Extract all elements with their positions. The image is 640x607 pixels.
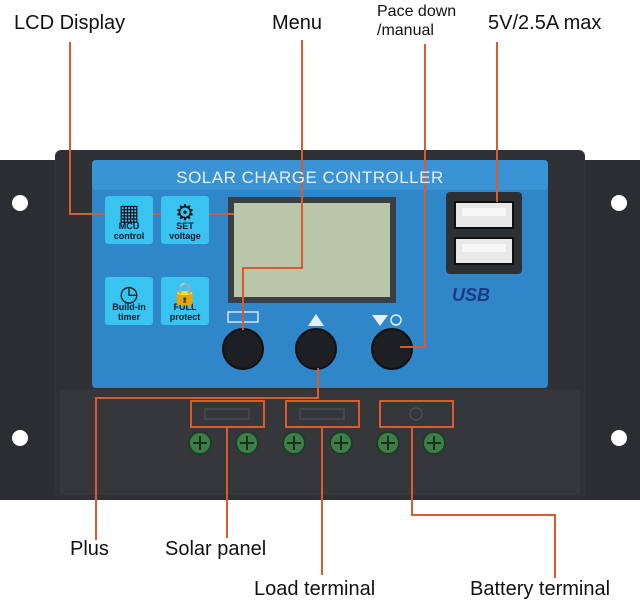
panel-title: SOLAR CHARGE CONTROLLER [176,168,444,187]
mount-hole [12,430,28,446]
housing-lower-band [60,390,580,495]
terminal-screws [188,431,446,455]
mount-hole [611,195,627,211]
tile-build-in-timer: ◷ Build-in timer [105,277,153,325]
leader-line-plus [95,368,319,540]
mount-hole [12,195,28,211]
callout-menu: Menu [272,12,323,34]
lcd-screen [234,203,390,297]
clock-icon: ◷ [119,281,139,306]
solar-symbol-icon [204,408,250,420]
callout-lcd-display: LCD Display [14,12,126,34]
housing-flange-right [580,160,640,500]
mount-hole [611,430,627,446]
menu-button[interactable] [222,328,264,370]
down-arrow-icon [372,315,388,326]
leader-line-menu [242,40,303,330]
plus-button[interactable] [295,328,337,370]
tile-full-protect: 🔒 FULL protect [161,277,209,325]
housing-flange-left [0,160,60,500]
callout-pace-down: Pace down /manual [377,3,457,39]
callout-plus: Plus [70,538,109,560]
screw-slot [193,436,441,450]
callout-solar-panel: Solar panel [165,538,267,560]
callout-battery-terminal: Battery terminal [470,578,611,600]
usb-port-lower-tongue [462,244,506,252]
tile-set-voltage: ⚙ SET voltage [161,196,209,244]
battery-symbol-box [379,400,454,428]
callout-usb-max: 5V/2.5A max [488,12,602,34]
leader-lines [69,40,556,578]
tile-label: FULL protect [169,302,201,322]
usb-logo: USB [452,285,491,305]
blue-face-highlight [92,160,548,190]
up-arrow-icon [308,314,324,326]
tile-label: SET voltage [169,221,201,241]
leader-line-battery [411,427,556,578]
lock-icon: 🔒 [171,281,199,306]
load-symbol-icon [299,408,345,420]
leader-line-pace-down [400,44,426,348]
tile-mcu-control: ▦ MCU control [105,196,153,244]
pace-down-button[interactable] [371,328,413,370]
usb-port-upper-tongue [462,208,506,216]
chip-icon: ▦ [118,200,140,225]
callout-load-terminal: Load terminal [254,578,376,600]
tile-label: Build-in timer [112,302,146,322]
battery-symbol-icon [409,407,423,421]
manual-indicator-icon [390,314,402,326]
tile-label: MCU control [113,221,145,241]
gear-icon: ⚙ [175,200,195,225]
